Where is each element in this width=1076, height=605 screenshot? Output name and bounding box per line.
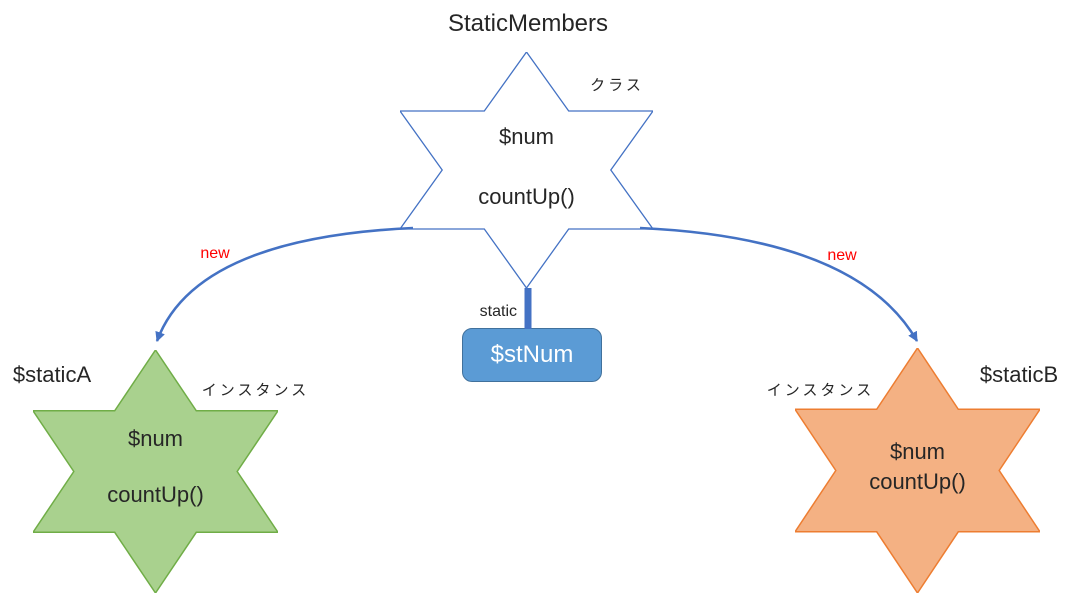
static-member-value: $stNum — [490, 341, 574, 368]
instance-a-member-countup: countUp() — [107, 482, 204, 507]
instance-a-star-shape — [33, 350, 278, 593]
static-member-box: $stNum — [462, 328, 602, 382]
class-member-num: $num — [498, 124, 555, 149]
class-star-shape — [400, 52, 653, 288]
instance-a-member-num: $num — [127, 426, 184, 451]
diagram-title: StaticMembers — [447, 10, 609, 37]
new-arrow-left-label: new — [200, 245, 230, 262]
new-arrow-right-label: new — [827, 247, 857, 264]
new-arrow-right — [639, 226, 919, 342]
instance-a-type-label: インスタンス — [201, 382, 310, 399]
instance-a-name: $staticA — [12, 362, 92, 387]
instance-b-name: $staticB — [979, 362, 1059, 387]
instance-b-star-shape — [795, 348, 1040, 593]
instance-b-type-label: インスタンス — [766, 382, 875, 399]
instance-b-member-num: $num — [889, 439, 946, 464]
static-label: static — [479, 303, 517, 320]
instance-b-member-countup: countUp() — [869, 469, 966, 494]
class-member-countup: countUp() — [478, 184, 575, 209]
class-type-label: クラス — [590, 77, 644, 94]
